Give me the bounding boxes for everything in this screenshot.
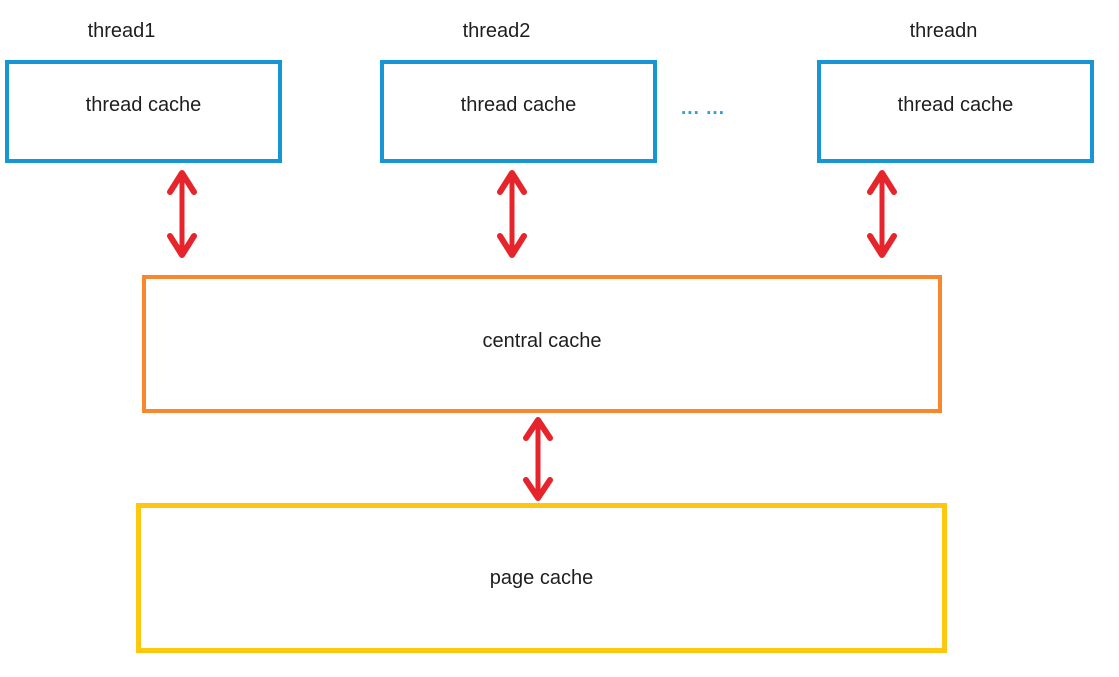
bidirectional-arrow-icon <box>523 417 553 501</box>
thread1-cache-box: thread cache <box>5 60 282 163</box>
thread2-label: thread2 <box>462 20 531 42</box>
central-cache-box: central cache <box>142 275 942 413</box>
thread2-cache-box: thread cache <box>380 60 657 163</box>
page-cache-box: page cache <box>136 503 947 653</box>
thread2-cache-label: thread cache <box>460 94 577 116</box>
thread1-label: thread1 <box>87 20 156 42</box>
central-cache-label: central cache <box>482 329 602 352</box>
page-cache-label: page cache <box>489 566 594 589</box>
bidirectional-arrow-icon <box>497 170 527 258</box>
threadn-label: threadn <box>909 20 978 42</box>
more-threads-ellipsis: ... ... <box>681 98 725 119</box>
bidirectional-arrow-icon <box>867 170 897 258</box>
thread1-cache-label: thread cache <box>85 94 202 116</box>
bidirectional-arrow-icon <box>167 170 197 258</box>
threadn-cache-label: thread cache <box>897 94 1014 116</box>
threadn-cache-box: thread cache <box>817 60 1094 163</box>
